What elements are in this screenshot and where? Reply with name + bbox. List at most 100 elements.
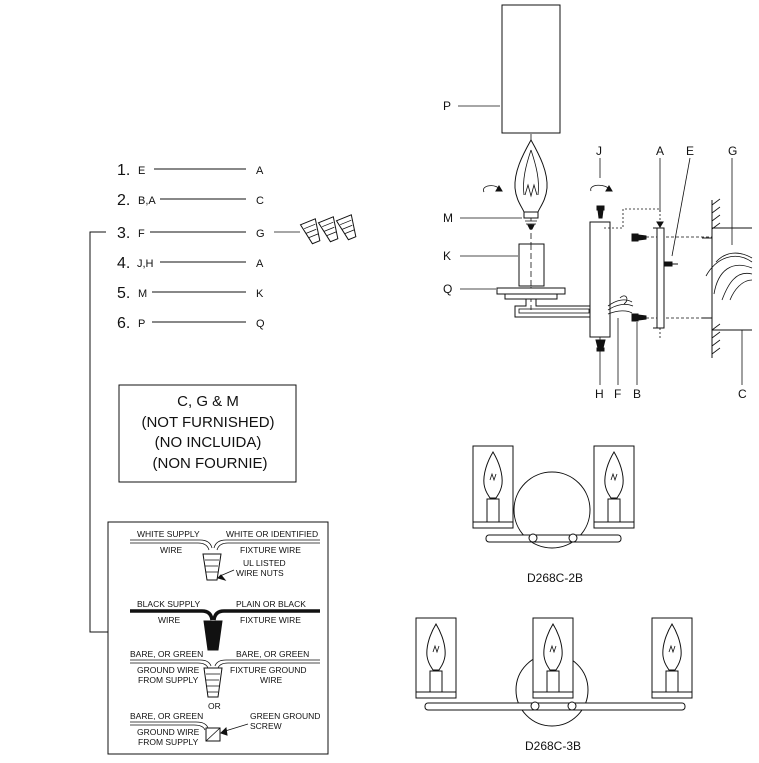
glass-shade-part-p [501, 4, 561, 134]
bulb-icon [604, 451, 624, 499]
step-to: G [256, 228, 265, 240]
exploded-view: P M K Q [443, 4, 753, 401]
or-label: OR [208, 701, 221, 711]
assembly-steps: 1. E A 2. B,A C 3. F G 4. J,H A 5. M K [117, 162, 265, 332]
wire-nut-icon [299, 218, 321, 245]
step-3-callout-bracket [89, 231, 108, 633]
not-furnished-line-3: (NO INCLUIDA) [155, 434, 262, 451]
fixture-ground-label: FIXTURE GROUND [230, 665, 307, 675]
wire-nut-icon [202, 553, 222, 581]
part-label-c: C [738, 387, 747, 401]
mounting-screw-part-e [664, 261, 678, 267]
fixture-arm [514, 299, 590, 318]
ground-screw-connection: BARE, OR GREEN GREEN GROUND SCREW GROUND… [130, 711, 320, 747]
fixture-bar [485, 534, 622, 543]
step-2: 2. B,A C [117, 192, 264, 209]
bare-or-green-label: BARE, OR GREEN [130, 649, 203, 659]
step-number: 5. [117, 285, 130, 302]
white-supply-label: WHITE SUPPLY [137, 529, 200, 539]
shade-left [415, 617, 457, 699]
step-number: 4. [117, 255, 130, 272]
leader-line [671, 157, 691, 257]
model-label-two-light: D268C-2B [527, 571, 583, 585]
outlet-box-part-c [702, 198, 752, 358]
back-plate-part-h [589, 221, 611, 338]
black-supply-label: BLACK SUPPLY [137, 599, 200, 609]
step-from: P [138, 318, 145, 330]
mounting-strap-part-a [653, 227, 665, 340]
ground-wire-label: GROUND WIRE [137, 727, 200, 737]
bulb-icon [483, 451, 503, 499]
part-label-b: B [633, 387, 641, 401]
step-number: 3. [117, 225, 130, 242]
white-wire-connection: WHITE SUPPLY WHITE OR IDENTIFIED WIRE FI… [130, 529, 320, 581]
black-wire-connection: BLACK SUPPLY PLAIN OR BLACK WIRE FIXTURE… [130, 599, 320, 651]
step-5: 5. M K [117, 285, 264, 302]
assembly-guide-line [604, 208, 661, 229]
from-supply-label: FROM SUPPLY [138, 737, 199, 747]
bare-or-green-label: BARE, OR GREEN [236, 649, 309, 659]
wire-nut-icon [317, 216, 339, 243]
part-label-j: J [596, 144, 602, 158]
step-4: 4. J,H A [117, 255, 264, 272]
screw-label: SCREW [250, 721, 282, 731]
screw-part-b [631, 233, 712, 322]
from-supply-label: FROM SUPPLY [138, 675, 199, 685]
plain-or-black-label: PLAIN OR BLACK [236, 599, 306, 609]
socket-cover-part-k [518, 243, 545, 287]
bulb-part-m [483, 138, 548, 230]
step-6: 6. P Q [117, 315, 265, 332]
bare-or-green-label: BARE, OR GREEN [130, 711, 203, 721]
wire-nut-icon [203, 620, 223, 651]
shade-right [593, 445, 635, 529]
white-or-identified-label: WHITE OR IDENTIFIED [226, 529, 318, 539]
ground-wire-connection: BARE, OR GREEN BARE, OR GREEN GROUND WIR… [130, 649, 320, 711]
wiring-diagram: WHITE SUPPLY WHITE OR IDENTIFIED WIRE FI… [107, 521, 329, 755]
part-label-g: G [728, 144, 737, 158]
not-furnished-box: C, G & M (NOT FURNISHED) (NO INCLUIDA) (… [118, 384, 297, 483]
green-ground-label: GREEN GROUND [250, 711, 320, 721]
part-label-k: K [443, 249, 451, 263]
bulb-icon [662, 623, 682, 671]
wire-label: WIRE [160, 545, 183, 555]
wire-nut-icon [203, 667, 223, 698]
supply-wires-part-g [705, 252, 753, 301]
leader-line [219, 569, 235, 577]
step-from: B,A [138, 195, 156, 207]
model-two-light-illustration [472, 445, 635, 549]
wire-label: WIRE [158, 615, 181, 625]
wire-label: WIRE [260, 675, 283, 685]
bulb-icon [426, 623, 446, 671]
fixture-bar [424, 702, 686, 711]
fixture-wire-label: FIXTURE WIRE [240, 545, 301, 555]
part-label-m: M [443, 211, 453, 225]
ground-wire-label: GROUND WIRE [137, 665, 200, 675]
step-to: A [256, 258, 264, 270]
step-to: K [256, 288, 264, 300]
shade-center [532, 617, 574, 699]
back-plate [513, 471, 591, 549]
not-furnished-line-4: (NON FOURNIE) [153, 455, 268, 472]
not-furnished-line-1: C, G & M [177, 393, 239, 410]
step-to: A [256, 165, 264, 177]
wire-nut-icon [335, 214, 357, 241]
step-to: C [256, 195, 264, 207]
wire-bundle-part-f [607, 295, 634, 315]
part-label-p: P [443, 99, 451, 113]
model-label-three-light: D268C-3B [525, 739, 581, 753]
not-furnished-line-2: (NOT FURNISHED) [141, 414, 274, 431]
part-label-h: H [595, 387, 604, 401]
shade-right [651, 617, 693, 699]
step-number: 1. [117, 162, 130, 179]
part-label-q: Q [443, 282, 452, 296]
step-3: 3. F G [117, 225, 265, 242]
part-label-a: A [656, 144, 664, 158]
bulb-icon [543, 623, 563, 671]
wiring-diagram-frame [107, 521, 329, 755]
step-number: 2. [117, 192, 130, 209]
model-three-light-illustration [415, 617, 693, 727]
not-furnished-frame [118, 384, 297, 483]
step-from: M [138, 288, 147, 300]
fixture-wire-label: FIXTURE WIRE [240, 615, 301, 625]
step-from: E [138, 165, 145, 177]
